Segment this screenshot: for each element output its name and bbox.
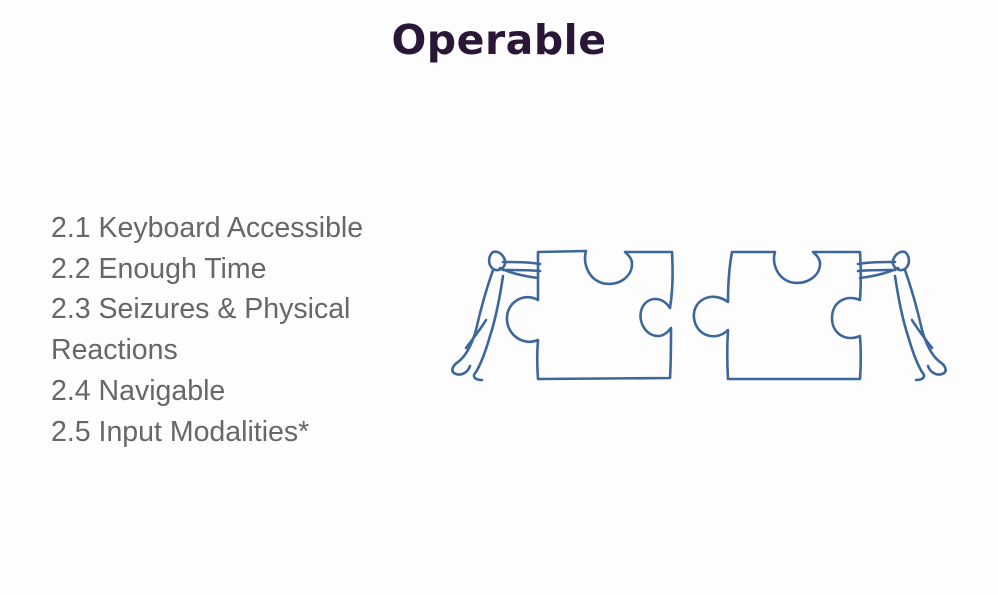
people-pushing-puzzle-pieces-icon bbox=[440, 238, 960, 388]
left-person-figure bbox=[451, 250, 542, 382]
right-puzzle-piece bbox=[692, 250, 863, 381]
left-puzzle-piece bbox=[505, 249, 674, 381]
right-person-figure bbox=[856, 250, 947, 382]
list-item: 2.1 Keyboard Accessible bbox=[51, 212, 364, 244]
slide-title: Operable bbox=[391, 16, 607, 64]
list-item: 2.4 Navigable bbox=[51, 374, 226, 407]
list-item: 2.2 Enough Time bbox=[51, 252, 267, 285]
list-item: 2.3 Seizures & Physical Reactions bbox=[51, 293, 351, 367]
bullet-list: 2.1 Keyboard Accessible 2.2 Enough Time … bbox=[51, 208, 431, 452]
list-item: 2.5 Input Modalities* bbox=[51, 415, 310, 448]
